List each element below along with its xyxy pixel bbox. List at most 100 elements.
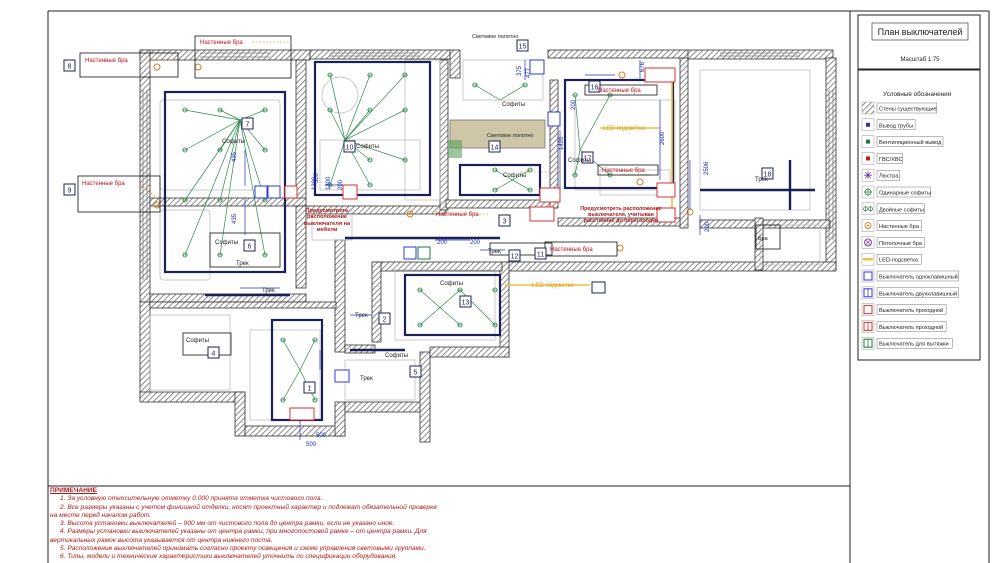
track-label-4: Трек bbox=[755, 177, 768, 183]
drawing-frame bbox=[47, 10, 990, 563]
group-number: 9 bbox=[63, 183, 76, 196]
group-number: 5 bbox=[409, 365, 422, 378]
spotlight-icon bbox=[457, 322, 463, 328]
spotlight-icon bbox=[572, 92, 578, 98]
spotlight-icon bbox=[367, 157, 373, 163]
spotlight-icon bbox=[492, 187, 498, 193]
note-partition: Предусмотреть расположение выключателя, … bbox=[580, 206, 662, 224]
legend-label: ГВС/ХВС bbox=[879, 157, 902, 163]
group-number: 7 bbox=[241, 117, 254, 130]
spotlight-icon bbox=[527, 167, 533, 173]
light-canvas-label-1: Световое полотно bbox=[472, 34, 518, 40]
group-number-text: 17 bbox=[584, 156, 592, 163]
led-label-2: LED-подсветка bbox=[603, 126, 645, 132]
group-number-text: 2 bbox=[383, 317, 387, 324]
group-number: 4 bbox=[207, 346, 220, 359]
spotlight-icon bbox=[182, 107, 188, 113]
group-number-text: 4 bbox=[212, 351, 216, 358]
track-label-2: Трек bbox=[488, 249, 501, 255]
dimension-text: 500 bbox=[316, 433, 327, 439]
dimension-text: 200 bbox=[571, 99, 577, 110]
spotlight-icon bbox=[327, 72, 333, 78]
group-number-text: 3 bbox=[503, 219, 507, 226]
legend-label: Настенные бра bbox=[879, 224, 920, 230]
notes-block: ПРИМЕЧАНИЕ 1. За условную относительную … bbox=[50, 487, 840, 563]
single-switch-icon bbox=[861, 269, 875, 283]
legend-label: Потолочные бра bbox=[879, 241, 923, 247]
sofit-label-2: Софиты bbox=[356, 144, 379, 150]
dimension-text: 435 bbox=[232, 151, 238, 162]
group-number: 6 bbox=[243, 239, 256, 252]
sofit-label-3: Софиты bbox=[215, 240, 238, 246]
spotlight-icon bbox=[217, 252, 223, 258]
legend-label: Стены существующие bbox=[879, 107, 937, 113]
group-number-text: 5 bbox=[414, 370, 418, 377]
pipe-outlet-icon bbox=[861, 118, 875, 132]
legend-label: Вентиляционный вывод bbox=[879, 139, 942, 146]
light-canvas-label-2: Световое полотно bbox=[487, 133, 533, 139]
switch-markers bbox=[254, 59, 676, 421]
note-line: на месте перед началом работ. bbox=[50, 511, 152, 519]
spotlight-icon bbox=[182, 252, 188, 258]
chandelier-icon bbox=[861, 168, 875, 182]
legend-header: Условные обозначения bbox=[883, 90, 951, 98]
legend-row: Выключатель проходной bbox=[861, 303, 947, 316]
group-number: 2 bbox=[378, 312, 391, 325]
spotlight-icon bbox=[262, 147, 268, 153]
legend-row: Выключатель одноклавишный bbox=[861, 269, 959, 283]
group-number-text: 13 bbox=[462, 300, 470, 307]
legend-row: ГВС/ХВС bbox=[861, 152, 903, 165]
sofit-label-6: Софиты bbox=[440, 281, 463, 287]
group-number-text: 9 bbox=[68, 188, 72, 195]
spotlight-icon bbox=[402, 107, 408, 113]
wall-hatch-icon bbox=[861, 101, 875, 115]
note-line: 2. Все размеры указаны с учетом финишной… bbox=[60, 503, 437, 511]
spotlight-icon bbox=[367, 182, 373, 188]
group-number-text: 1 bbox=[308, 386, 312, 393]
legend-row: Люстра bbox=[861, 168, 900, 182]
sofit-label-8: Софиты bbox=[385, 353, 408, 359]
led-strips bbox=[505, 80, 673, 286]
track-label-6: Трек bbox=[360, 376, 373, 382]
spotlight-icon bbox=[182, 197, 188, 203]
spotlight-markers bbox=[182, 72, 613, 403]
wiring-lines bbox=[184, 74, 650, 401]
legend-label: Одинарные софиты bbox=[879, 191, 931, 197]
spotlight-icon bbox=[182, 147, 188, 153]
group-number: 13 bbox=[459, 295, 472, 308]
note-furniture: Предусмотреть расположение выключателя н… bbox=[304, 208, 350, 233]
group-number-text: 10 bbox=[346, 145, 354, 152]
spotlight-icon bbox=[217, 147, 223, 153]
legend-row: Вентиляционный вывод bbox=[861, 135, 944, 148]
group-number: 17 bbox=[581, 151, 594, 164]
group-number: 3 bbox=[498, 214, 511, 227]
water-supply-icon bbox=[861, 152, 875, 165]
track-label-5: Трек bbox=[236, 261, 249, 267]
double-switch-icon bbox=[861, 286, 875, 300]
legend-label: Выключатель для вытяжки bbox=[879, 342, 949, 348]
legend-row: Двойные софиты bbox=[861, 202, 925, 216]
legend-row: Выключатель проходной bbox=[861, 320, 947, 333]
group-number-text: 11 bbox=[537, 252, 544, 259]
group-number: 11 bbox=[534, 247, 547, 260]
group-number-text: 18 bbox=[764, 172, 772, 179]
note-line: вертикальных рамок высота указывается от… bbox=[50, 536, 273, 544]
spotlight-icon bbox=[572, 172, 578, 178]
spotlight-icon bbox=[312, 397, 318, 403]
legend-row: Потолочные бра bbox=[861, 236, 925, 249]
legend-label: Выключатель проходной bbox=[879, 324, 943, 331]
group-number: 14 bbox=[488, 140, 501, 153]
dimension-text: 375 bbox=[517, 65, 523, 76]
track-label-3: Трек bbox=[355, 313, 368, 319]
sofit-label-9: Софиты bbox=[503, 173, 526, 179]
legend: Условные обозначения Стены существующиеВ… bbox=[857, 69, 981, 361]
sconce-label-3: Настенные бра bbox=[82, 181, 125, 187]
sconce-label-5: Настенные бра bbox=[550, 247, 593, 253]
spotlight-icon bbox=[492, 322, 498, 328]
green-kitchen-block bbox=[448, 140, 462, 158]
legend-label: Люстра bbox=[879, 174, 899, 180]
pass-double-switch-icon bbox=[861, 320, 875, 333]
hood-switch-icon bbox=[861, 336, 875, 350]
